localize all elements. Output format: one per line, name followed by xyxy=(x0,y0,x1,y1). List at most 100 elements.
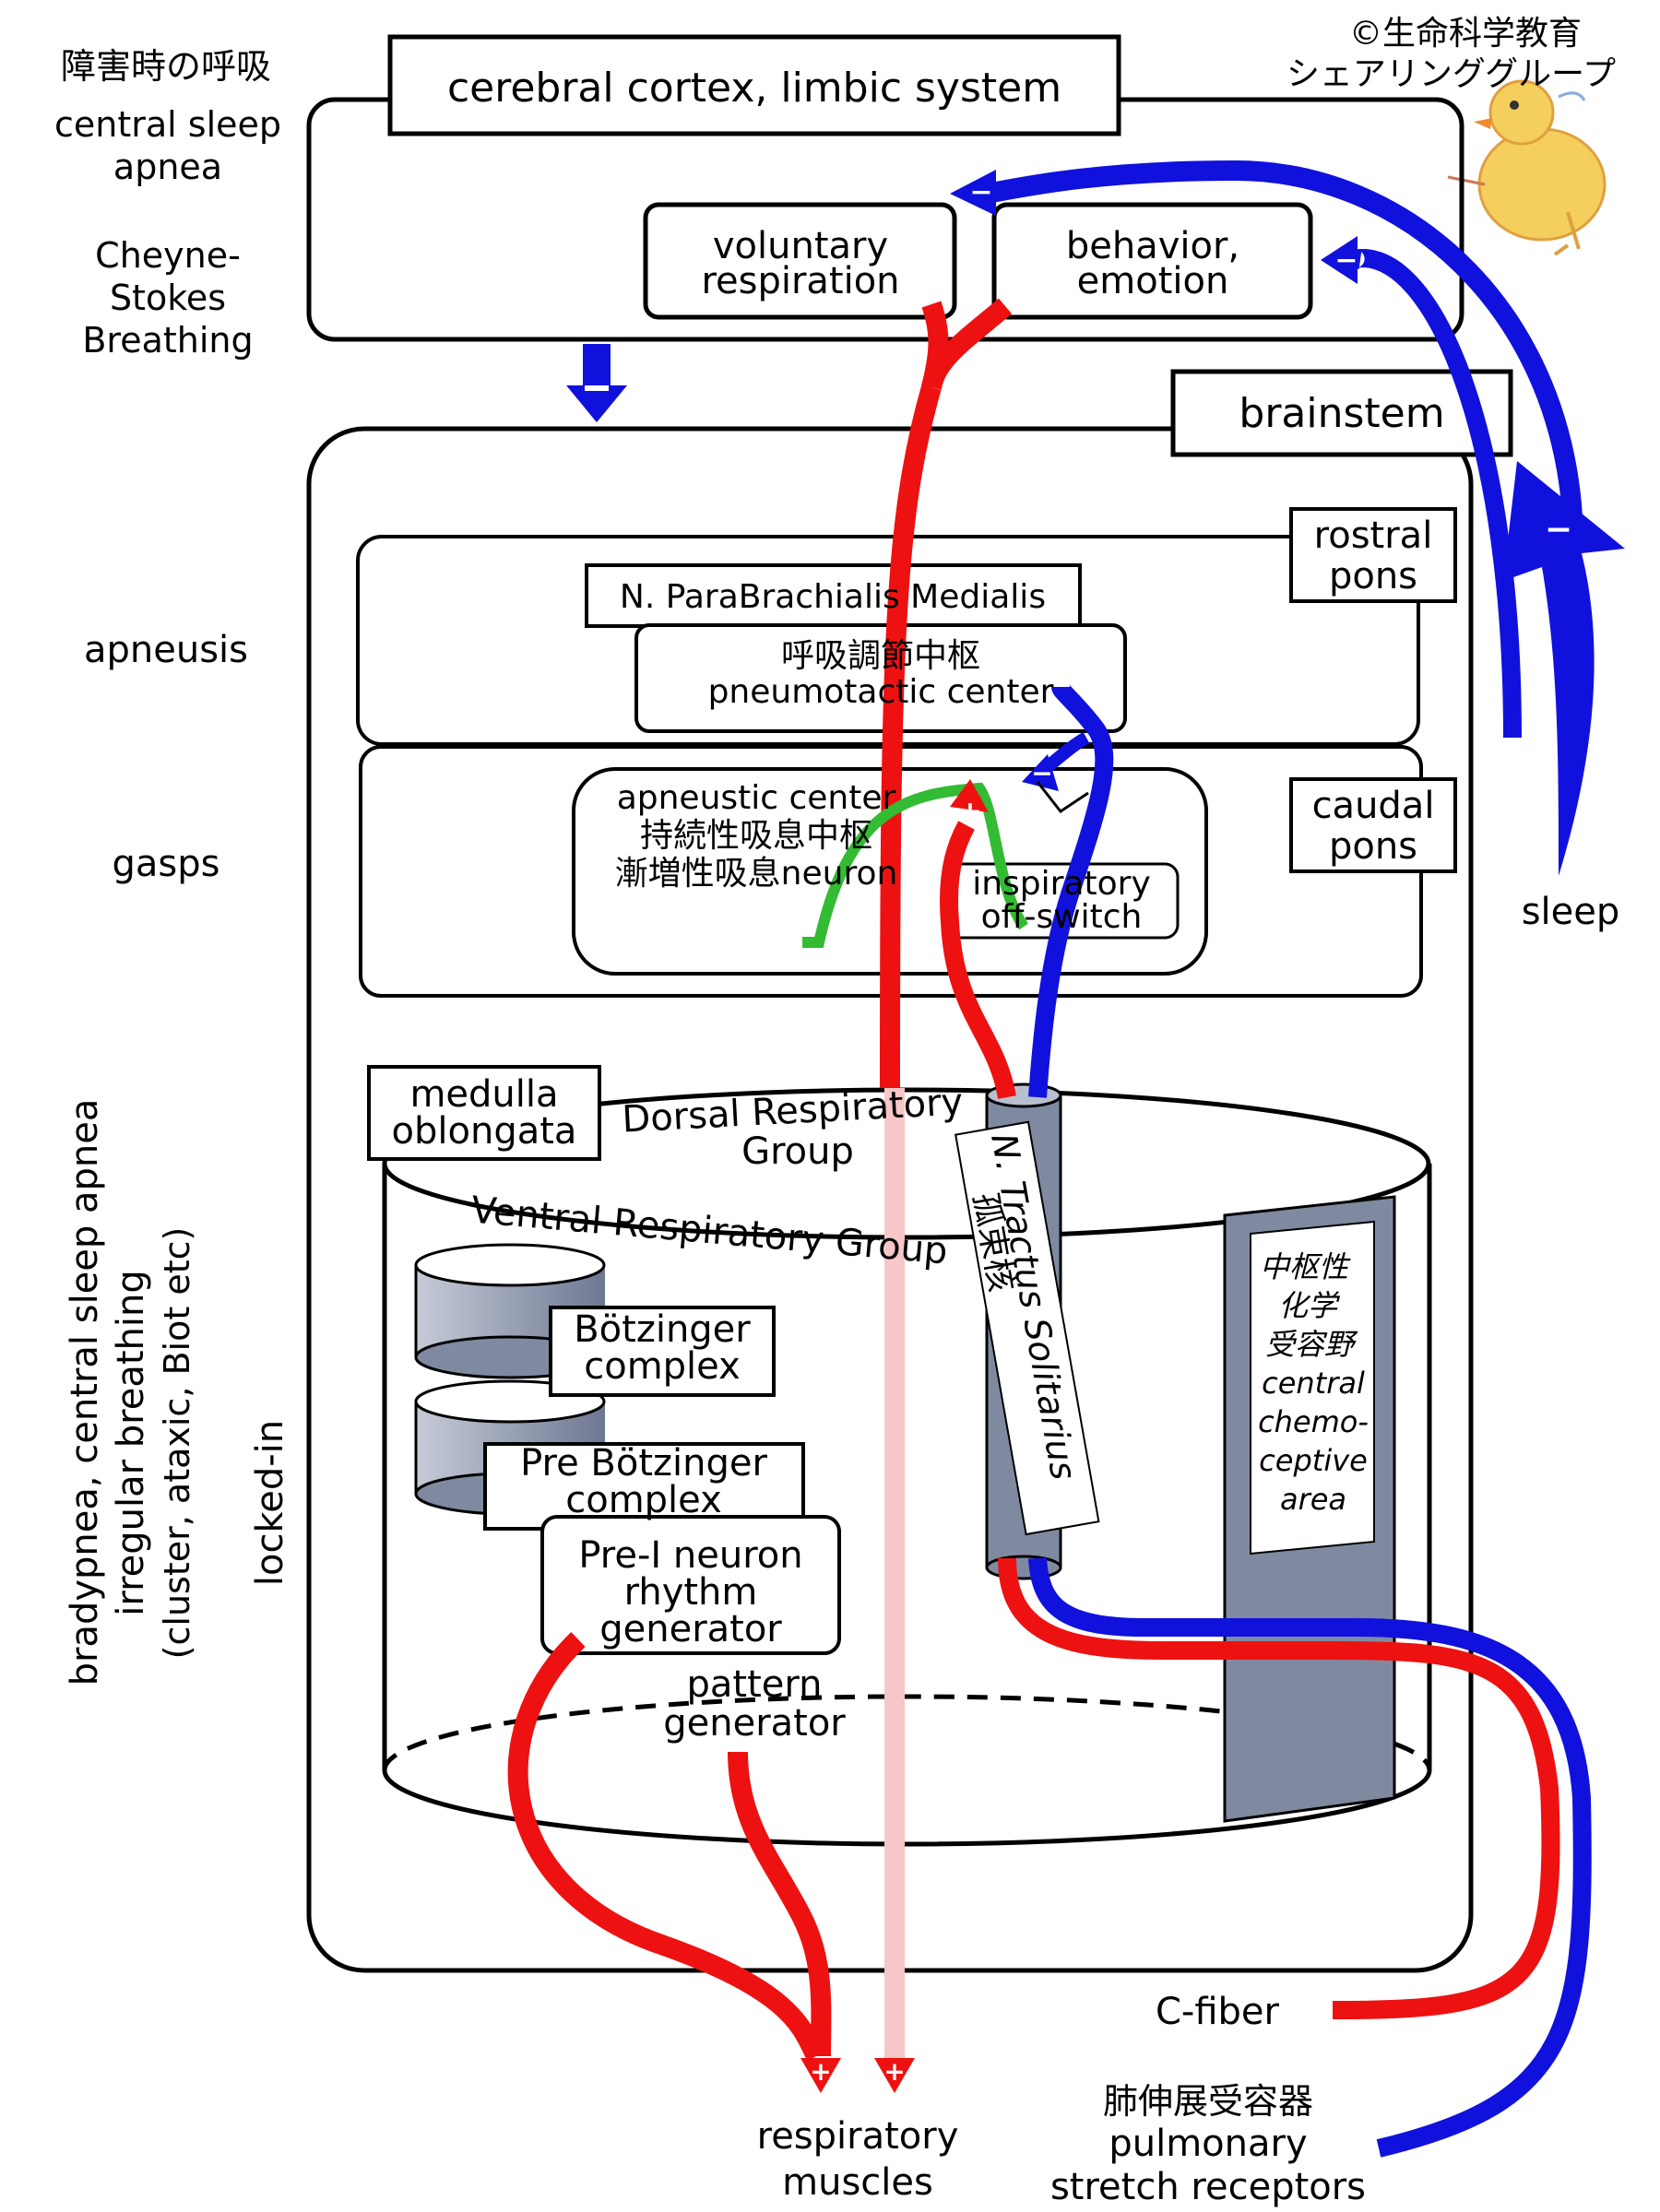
copyright-line-2: シェアリンググループ xyxy=(1286,55,1616,93)
apneustic-path xyxy=(802,782,1029,948)
apneustic-line-2: 持続性吸息中枢 xyxy=(640,817,872,855)
pre-botzinger-line-1: Pre Bötzinger xyxy=(520,1442,767,1485)
off-switch-line-1: inspiratory xyxy=(972,865,1151,903)
medulla-line-2: oblongata xyxy=(392,1110,577,1153)
pre-i-line-2: rhythm xyxy=(624,1571,758,1614)
rostral-pons-line-1: rostral xyxy=(1314,515,1433,557)
behavior-box xyxy=(991,202,1313,320)
central-sleep-apnea-line-2: apnea xyxy=(113,147,222,187)
stretch-line-3: stretch receptors xyxy=(1050,2166,1366,2208)
pre-i-box xyxy=(540,1515,841,1655)
pre-i-to-muscles-path xyxy=(507,1632,825,2061)
apneusis-label: apneusis xyxy=(84,629,248,671)
behavior-label-line-2: emotion xyxy=(1077,260,1229,302)
bradypnea-line-1: bradypnea, central sleep apnea xyxy=(64,1099,106,1686)
pre-botzinger-line-2: complex xyxy=(565,1479,722,1521)
muscles-line-1: respiratory xyxy=(757,2115,959,2158)
rostral-pons-line-2: pons xyxy=(1329,555,1417,597)
brainstem-label: brainstem xyxy=(1239,390,1444,437)
apneustic-line-3: 漸増性吸息neuron xyxy=(615,855,898,893)
muscles-plus-arrow-left: + xyxy=(800,2056,841,2093)
nts-inhibitory-path xyxy=(1028,683,1114,1098)
voluntary-label-line-2: respiration xyxy=(701,260,899,302)
cortex-down-arrow xyxy=(566,344,627,422)
stretch-line-2: pulmonary xyxy=(1109,2123,1307,2165)
parabrachialis-label: N. ParaBrachialis Medialis xyxy=(620,578,1046,616)
bradypnea-line-3: (cluster, ataxic, Biot etc) xyxy=(157,1227,197,1660)
apneustic-line-1: apneustic center xyxy=(617,779,896,817)
medulla-cylinder xyxy=(382,1087,1432,1847)
sleep-to-behavior-path xyxy=(1346,248,1522,739)
brainstem-label-box xyxy=(1170,369,1513,457)
botzinger-line-2: complex xyxy=(584,1345,741,1388)
caudal-pons-line-2: pons xyxy=(1329,825,1417,868)
brainstem-minus-sign: − xyxy=(1545,511,1572,549)
pattern-to-muscles-path xyxy=(728,1751,832,2057)
pneumotactic-line-1: 呼吸調節中枢 xyxy=(781,637,980,675)
muscles-plus-arrow-right: + xyxy=(874,2056,915,2093)
nts-excitatory-path xyxy=(940,821,1016,1099)
sleep-to-brainstem-arrow: − xyxy=(1503,461,1625,876)
voluntary-box xyxy=(643,202,957,320)
chemo-line-5: chemo- xyxy=(1258,1404,1369,1439)
pre-i-line-3: generator xyxy=(599,1608,782,1650)
pre-i-line-1: Pre-I neuron xyxy=(578,1534,802,1577)
locked-in-label: locked-in xyxy=(249,1420,291,1586)
duck-illustration xyxy=(1447,79,1607,256)
behavior-minus-sign: − xyxy=(1334,244,1358,277)
c-fiber-path xyxy=(998,1557,1560,2019)
dorsal-group-line-2: Group xyxy=(741,1130,854,1173)
apneustic-plus-arrow: + xyxy=(950,779,989,828)
pneumotactic-box xyxy=(634,623,1127,733)
chemo-line-6: ceptive xyxy=(1259,1443,1368,1478)
chemo-line-1: 中枢性 xyxy=(1260,1249,1351,1284)
cheyne-stokes-line-2: Stokes xyxy=(110,278,226,318)
central-sleep-apnea-line-1: central sleep xyxy=(54,104,281,145)
bradypnea-line-2: irregular breathing xyxy=(110,1270,152,1616)
disorders-heading: 障害時の呼吸 xyxy=(61,46,271,87)
behavior-label-line-1: behavior, xyxy=(1066,225,1239,267)
off-switch-pointer xyxy=(1036,781,1089,814)
pattern-generator-line-1: pattern xyxy=(687,1663,823,1706)
voluntary-label-line-1: voluntary xyxy=(713,225,888,267)
chemo-line-4: central xyxy=(1262,1366,1365,1401)
gasps-label: gasps xyxy=(113,843,220,885)
off-switch-minus-arrow: − xyxy=(1022,754,1059,791)
copyright-line-1: ©生命科学教育 xyxy=(1349,15,1582,53)
muscles-plus-sign-right: + xyxy=(883,2056,905,2087)
chemo-line-2: 化学 xyxy=(1278,1288,1341,1323)
muscles-plus-sign-left: + xyxy=(810,2056,831,2087)
voluntary-trunk xyxy=(880,384,942,1089)
sleep-to-cortex-path xyxy=(975,160,1583,517)
voluntary-minus-arrow: − xyxy=(950,170,996,216)
cortex-box xyxy=(387,34,1121,136)
medulla-box xyxy=(367,1065,601,1161)
caudal-pons-box xyxy=(1289,777,1457,873)
botzinger-box xyxy=(549,1306,776,1397)
behavior-minus-arrow: − xyxy=(1321,236,1358,284)
off-switch-line-2: off-switch xyxy=(981,898,1143,936)
pneumotactic-line-2: pneumotactic center xyxy=(708,673,1054,711)
chemo-line-7: area xyxy=(1280,1482,1346,1517)
caudal-pons-line-1: caudal xyxy=(1312,785,1435,827)
muscles-line-2: muscles xyxy=(782,2161,933,2204)
chemoreceptive-column xyxy=(1223,1195,1396,1823)
pattern-generator-line-2: generator xyxy=(663,1702,846,1745)
sleep-label: sleep xyxy=(1522,891,1620,933)
voluntary-minus-sign: − xyxy=(969,176,992,208)
behavior-path xyxy=(921,298,1013,390)
cortex-label: cerebral cortex, limbic system xyxy=(447,65,1061,112)
chemo-line-3: 受容野 xyxy=(1265,1327,1358,1362)
rostral-pons-box xyxy=(1289,507,1457,603)
off-switch-minus-sign: − xyxy=(1031,758,1052,788)
pre-botzinger-box xyxy=(483,1442,805,1531)
stretch-line-1: 肺伸展受容器 xyxy=(1103,2081,1313,2122)
apneustic-plus-sign: + xyxy=(958,796,981,828)
cheyne-stokes-line-3: Breathing xyxy=(82,320,253,361)
medulla-line-1: medulla xyxy=(409,1073,558,1116)
stretch-receptor-path xyxy=(1028,1557,1592,2158)
cheyne-stokes-line-1: Cheyne- xyxy=(95,235,241,276)
c-fiber-label: C-fiber xyxy=(1156,1991,1280,2033)
botzinger-line-1: Bötzinger xyxy=(574,1308,751,1351)
